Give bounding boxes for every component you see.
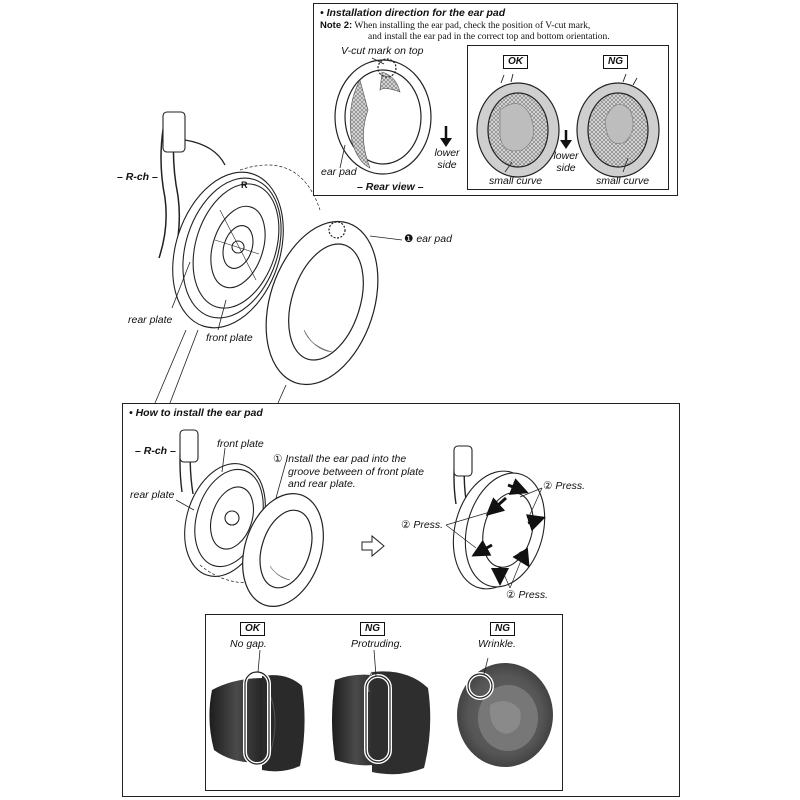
example-ok-tag: OK	[240, 622, 265, 636]
example-ng-wrinkle-tag: NG	[490, 622, 515, 636]
press-label-left: ② Press.	[401, 519, 444, 531]
rear-view-label: – Rear view –	[357, 181, 424, 193]
lower-side-label: lower side	[434, 147, 460, 171]
rear-view-ear-pad	[334, 57, 432, 175]
lower-side-arrow-icon	[440, 126, 452, 147]
note-label: Note 2:	[320, 20, 353, 31]
step-1-line-3: and rear plate.	[288, 478, 356, 490]
press-label-bottom: ② Press.	[506, 589, 549, 601]
example-ng-wrinkle-caption: Wrinkle.	[478, 638, 516, 650]
ng-orientation-pad	[576, 73, 660, 178]
install-front-plate-label: front plate	[217, 438, 264, 450]
ear-pad-callout-label: ear pad	[416, 233, 452, 245]
vcut-mark-label: V-cut mark on top	[341, 45, 424, 57]
ear-pad-part	[265, 220, 379, 386]
ok-small-curve-label: small curve	[489, 175, 543, 187]
ear-pad-callout: ❶ ear pad	[404, 233, 452, 245]
install-direction-heading: • Installation direction for the ear pad	[320, 7, 506, 19]
example-ng-protruding-caption: Protruding.	[351, 638, 403, 650]
exploded-rear-plate-label: rear plate	[128, 314, 173, 326]
install-rear-plate-label: rear plate	[130, 489, 175, 501]
ng-protruding-photo	[332, 649, 431, 775]
step-1-line-1: Install the ear pad into the	[285, 453, 407, 465]
rear-view-ear-pad-label: ear pad	[321, 166, 357, 178]
step-1-number: ①	[273, 453, 283, 465]
press-arrows	[471, 478, 546, 586]
callout-leader-lines	[154, 235, 403, 404]
step-1-instruction: ① Install the ear pad into the groove be…	[273, 453, 424, 491]
ng-small-curve-label: small curve	[596, 175, 650, 187]
how-to-install-heading: • How to install the ear pad	[129, 407, 263, 419]
ng-wrinkle-photo	[457, 657, 553, 767]
step-1-line-2: groove between of front plate	[288, 465, 425, 478]
install-channel-label: – R-ch –	[135, 445, 176, 457]
note-line-2: and install the ear pad in the correct t…	[368, 32, 610, 42]
ok-orientation-pad	[476, 73, 560, 178]
press-label-top-right: ② Press.	[543, 480, 586, 492]
ear-pad-callout-number: ❶	[404, 233, 414, 245]
ok-lower-side-label: lower side	[553, 150, 579, 174]
install-ear-pad-part	[242, 493, 324, 607]
example-ng-protruding-tag: NG	[360, 622, 385, 636]
press-leader-lines	[445, 487, 543, 589]
note-2-text: Note 2: When installing the ear pad, che…	[320, 20, 610, 43]
ok-lower-side-arrow-icon	[560, 130, 572, 149]
install-leader-lines	[175, 447, 287, 511]
example-ok-caption: No gap.	[230, 638, 267, 650]
r-side-mark: R	[241, 180, 248, 190]
next-step-arrow-icon	[361, 534, 385, 558]
ng-orientation-tag: NG	[603, 55, 628, 69]
exploded-headphone-drawing	[158, 111, 321, 329]
exploded-channel-label: – R-ch –	[117, 171, 158, 183]
ok-no-gap-photo	[209, 649, 305, 772]
ok-orientation-tag: OK	[503, 55, 528, 69]
exploded-front-plate-label: front plate	[206, 332, 253, 344]
note-line-1: When installing the ear pad, check the p…	[354, 21, 591, 31]
